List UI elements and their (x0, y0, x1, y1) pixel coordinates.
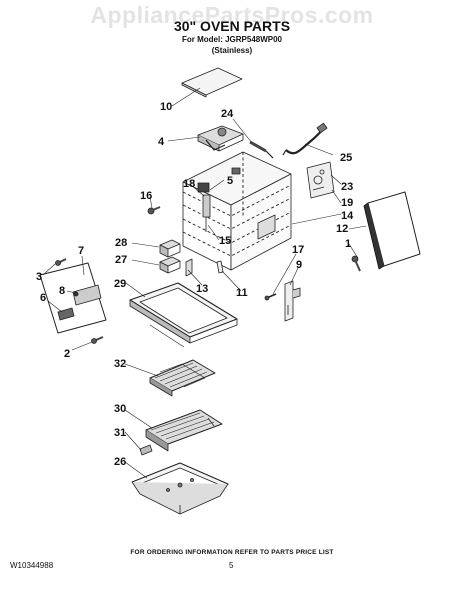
callout-7: 7 (78, 245, 84, 257)
callout-1: 1 (345, 238, 351, 250)
finish-line: (Stainless) (211, 46, 253, 55)
callout-25: 25 (340, 152, 352, 164)
control-detail-box (39, 262, 107, 334)
clip-13 (185, 258, 193, 277)
callout-6: 6 (40, 292, 46, 304)
watermark: AppliancePartsPros.com (90, 2, 374, 28)
burner-assembly (197, 125, 244, 152)
callout-13: 13 (196, 283, 208, 295)
callout-labels: 10 24 4 25 5 18 16 23 19 14 15 12 1 17 9… (36, 101, 354, 468)
igniter (249, 140, 274, 159)
broil-rack-32 (149, 359, 216, 397)
top-cover-plate (181, 67, 243, 98)
callout-10: 10 (160, 101, 172, 113)
screw-1 (351, 255, 361, 272)
gas-tube (282, 122, 328, 156)
bracket-28 (159, 239, 181, 258)
model-line: For Model: JGRP548WP00 (181, 35, 283, 44)
callout-4: 4 (158, 136, 165, 148)
page-number: 5 (229, 561, 234, 570)
callout-9: 9 (296, 259, 302, 271)
screw-2 (91, 336, 104, 344)
hinge-9 (284, 280, 301, 322)
callout-17: 17 (292, 244, 304, 256)
callout-8: 8 (59, 285, 65, 297)
callout-27: 27 (115, 254, 127, 266)
callout-28: 28 (115, 237, 127, 249)
hinge-bracket (306, 161, 335, 199)
callout-24: 24 (221, 108, 234, 120)
oven-rack-30 (145, 409, 223, 452)
callout-5: 5 (227, 175, 233, 187)
temperature-sensor (202, 194, 211, 232)
callout-31: 31 (114, 427, 126, 439)
callout-26: 26 (114, 456, 126, 468)
ordering-note: FOR ORDERING INFORMATION REFER TO PARTS … (130, 549, 334, 556)
broiler-pan-26 (131, 462, 229, 515)
callout-32: 32 (114, 358, 126, 370)
bracket-27 (159, 256, 181, 274)
broiler-pan-frame (129, 282, 238, 348)
callout-18: 18 (183, 178, 195, 190)
page-title: 30" OVEN PARTS (173, 18, 291, 34)
wire-17 (264, 293, 277, 301)
callout-11: 11 (236, 287, 248, 299)
callout-12: 12 (336, 223, 348, 235)
rack-clip-31 (139, 444, 153, 456)
screw-3 (55, 258, 67, 266)
oven-cavity (182, 151, 292, 271)
leader-lines (42, 87, 367, 479)
screw-16 (147, 206, 161, 215)
document-number: W10344988 (10, 561, 54, 570)
callout-30: 30 (114, 403, 126, 415)
callout-29: 29 (114, 278, 126, 290)
callout-19: 19 (341, 197, 353, 209)
callout-3: 3 (36, 271, 42, 283)
oven-door-panel (363, 191, 421, 270)
callout-15: 15 (219, 235, 231, 247)
callout-16: 16 (140, 190, 152, 202)
callout-23: 23 (341, 181, 353, 193)
callout-14: 14 (341, 210, 354, 222)
callout-2: 2 (64, 348, 70, 360)
